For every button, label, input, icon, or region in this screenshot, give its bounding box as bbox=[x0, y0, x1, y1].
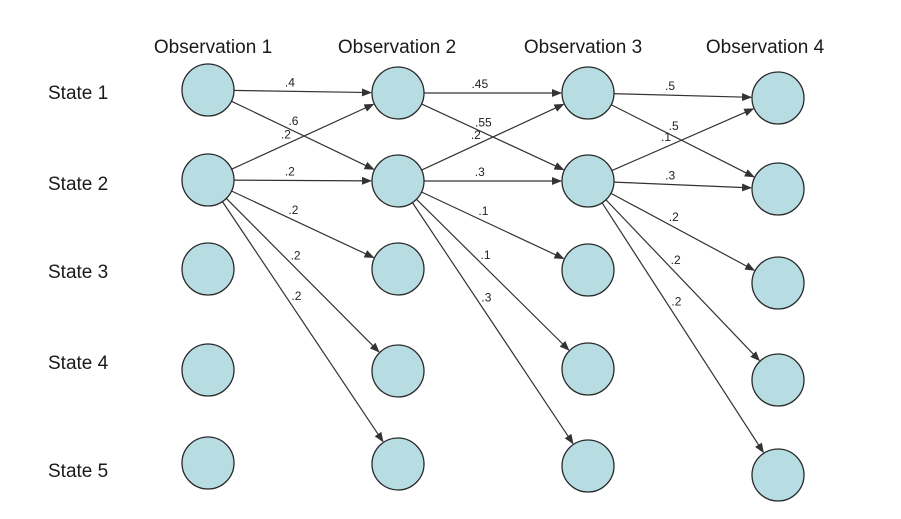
state-node-obs2-state3 bbox=[371, 242, 425, 296]
transition-probability-label: .2 bbox=[669, 210, 679, 224]
transition-arrow bbox=[228, 189, 375, 259]
transition-probability-label: .3 bbox=[481, 290, 491, 304]
transition-probability-label: .5 bbox=[669, 119, 679, 133]
transition-arrow bbox=[223, 195, 380, 353]
transition-probability-label: .3 bbox=[475, 165, 485, 179]
transition-probability-label: .3 bbox=[665, 168, 675, 182]
transition-arrow bbox=[603, 197, 761, 362]
state-node-obs3-state2 bbox=[561, 154, 615, 208]
transition-probability-label: .55 bbox=[475, 116, 492, 130]
state-node-obs3-state4 bbox=[561, 342, 615, 396]
state-node-obs1-state1 bbox=[181, 63, 235, 117]
transition-arrow bbox=[413, 196, 570, 351]
state-node-obs1-state5 bbox=[181, 436, 235, 490]
transition-probability-label: .1 bbox=[478, 204, 488, 218]
state-node-obs4-state5 bbox=[751, 448, 805, 502]
transition-probability-label: .45 bbox=[471, 77, 488, 91]
transition-probability-label: .1 bbox=[661, 130, 671, 144]
state-node-obs4-state4 bbox=[751, 353, 805, 407]
transition-arrow bbox=[410, 199, 574, 445]
transition-arrow bbox=[418, 103, 565, 172]
state-node-obs3-state5 bbox=[561, 439, 615, 493]
state-node-obs1-state2 bbox=[181, 153, 235, 207]
transition-arrow bbox=[418, 190, 565, 260]
transition-arrow bbox=[228, 99, 375, 170]
transition-arrow bbox=[599, 199, 764, 454]
state-node-obs2-state4 bbox=[371, 344, 425, 398]
transition-arrow bbox=[418, 102, 565, 171]
edge-labels: .4.6.2.2.2.2.2.45.55.2.3.1.1.3.5.5.1.3.2… bbox=[281, 75, 682, 308]
transition-probability-label: .2 bbox=[281, 127, 291, 141]
transition-arrow bbox=[610, 181, 753, 192]
state-node-obs3-state3 bbox=[561, 243, 615, 297]
transition-probability-label: .2 bbox=[471, 128, 481, 142]
state-node-obs3-state1 bbox=[561, 66, 615, 120]
transition-probability-label: .4 bbox=[285, 75, 295, 89]
transition-probability-label: .6 bbox=[288, 114, 298, 128]
transition-arrow bbox=[608, 108, 755, 173]
state-nodes bbox=[181, 63, 805, 502]
column-headers: Observation 1 Observation 2 Observation … bbox=[154, 37, 825, 58]
transition-probability-label: .2 bbox=[291, 289, 301, 303]
transition-probability-label: .1 bbox=[481, 248, 491, 262]
transition-probability-label: .2 bbox=[288, 203, 298, 217]
transition-probability-label: .2 bbox=[671, 253, 681, 267]
row-label-state-4: State 4 bbox=[48, 353, 109, 374]
state-node-obs4-state3 bbox=[751, 256, 805, 310]
transition-arrow bbox=[228, 103, 375, 171]
state-node-obs1-state4 bbox=[181, 343, 235, 397]
column-header-observation-1: Observation 1 bbox=[154, 37, 272, 58]
state-node-obs1-state3 bbox=[181, 242, 235, 296]
state-node-obs4-state2 bbox=[751, 162, 805, 216]
transition-probability-label: .5 bbox=[665, 79, 675, 93]
transition-arrow bbox=[610, 93, 753, 102]
column-header-observation-4: Observation 4 bbox=[706, 37, 825, 58]
row-label-state-3: State 3 bbox=[48, 262, 108, 283]
column-header-observation-2: Observation 2 bbox=[338, 37, 456, 58]
state-node-obs2-state2 bbox=[371, 154, 425, 208]
row-label-state-1: State 1 bbox=[48, 83, 108, 104]
row-label-state-2: State 2 bbox=[48, 174, 108, 195]
state-node-obs2-state5 bbox=[371, 437, 425, 491]
edges bbox=[220, 88, 764, 454]
state-node-obs4-state1 bbox=[751, 71, 805, 125]
transition-arrow bbox=[220, 198, 384, 443]
column-header-observation-3: Observation 3 bbox=[524, 37, 642, 58]
transition-probability-label: .2 bbox=[291, 248, 301, 262]
transition-arrow bbox=[230, 176, 373, 185]
transition-arrow bbox=[230, 88, 373, 97]
row-label-state-5: State 5 bbox=[48, 461, 108, 482]
transition-probability-label: .2 bbox=[285, 164, 295, 178]
row-labels: State 1 State 2 State 3 State 4 State 5 bbox=[48, 83, 109, 482]
transition-probability-label: .2 bbox=[671, 294, 681, 308]
state-node-obs2-state1 bbox=[371, 66, 425, 120]
transition-arrow bbox=[607, 191, 756, 271]
